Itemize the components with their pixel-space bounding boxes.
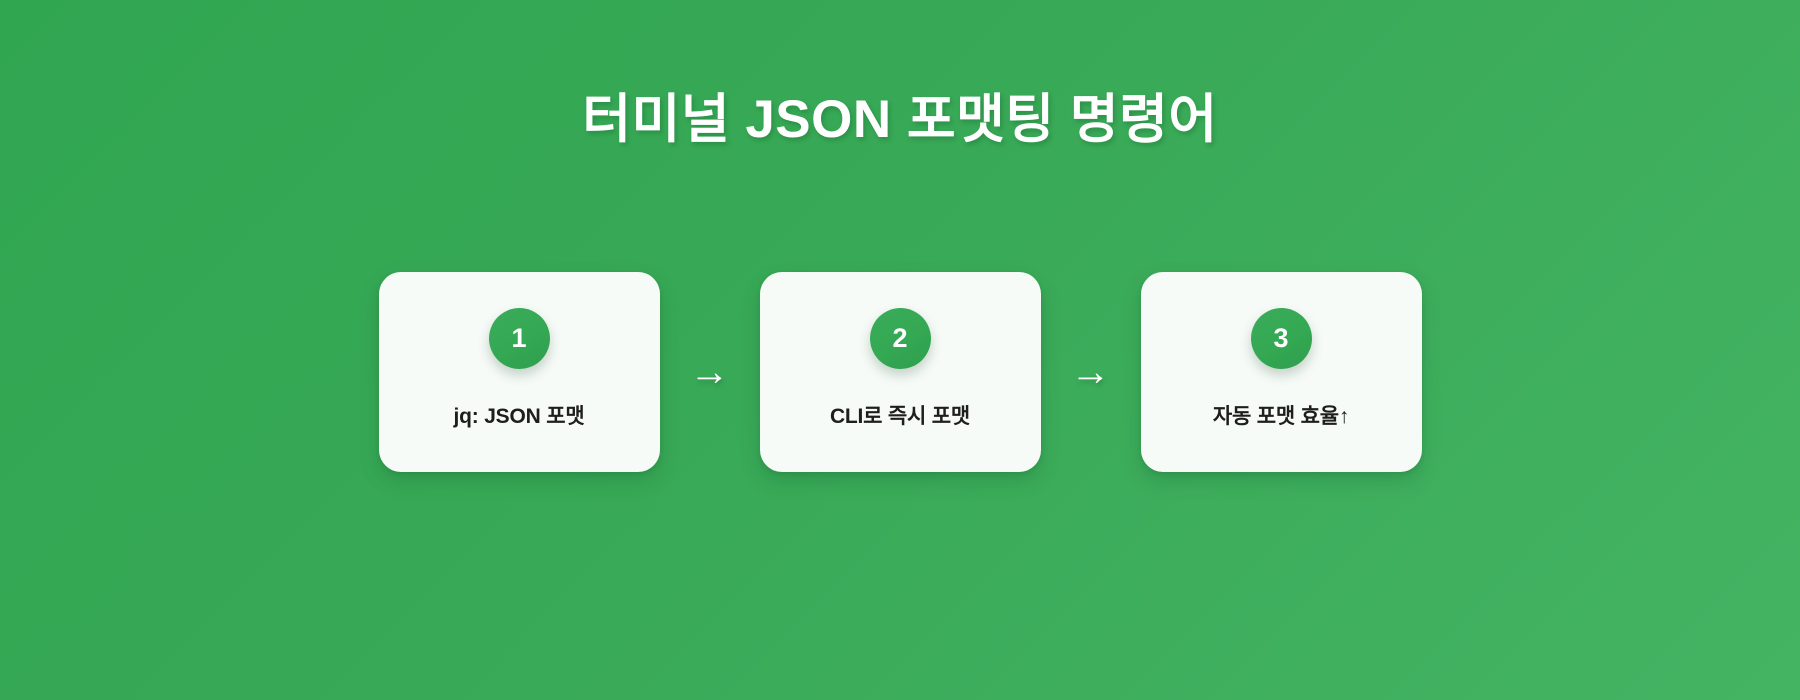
step-label-3: 자동 포맷 효율↑ bbox=[1212, 405, 1350, 428]
step-number-badge-1: 1 bbox=[488, 308, 550, 369]
process-flow: 1 jq: JSON 포맷 → 2 CLI로 즉시 포맷 → 3 자동 포맷 효… bbox=[0, 272, 1800, 538]
step-number-badge-2: 2 bbox=[869, 308, 931, 369]
step-label-2: CLI로 즉시 포맷 bbox=[829, 405, 971, 428]
title-area: 터미널 JSON 포맷팅 명령어 bbox=[0, 54, 1800, 186]
step-label-1: jq: JSON 포맷 bbox=[453, 405, 585, 428]
step-card-3[interactable]: 3 자동 포맷 효율↑ bbox=[1140, 272, 1422, 472]
step-card-2[interactable]: 2 CLI로 즉시 포맷 bbox=[759, 272, 1041, 472]
step-number-badge-3: 3 bbox=[1250, 308, 1312, 369]
flow-arrow-right-icon-2: → bbox=[1070, 350, 1111, 394]
step-card-1[interactable]: 1 jq: JSON 포맷 bbox=[378, 272, 660, 472]
page-title: 터미널 JSON 포맷팅 명령어 bbox=[582, 89, 1218, 149]
flow-arrow-right-icon-1: → bbox=[689, 350, 730, 394]
